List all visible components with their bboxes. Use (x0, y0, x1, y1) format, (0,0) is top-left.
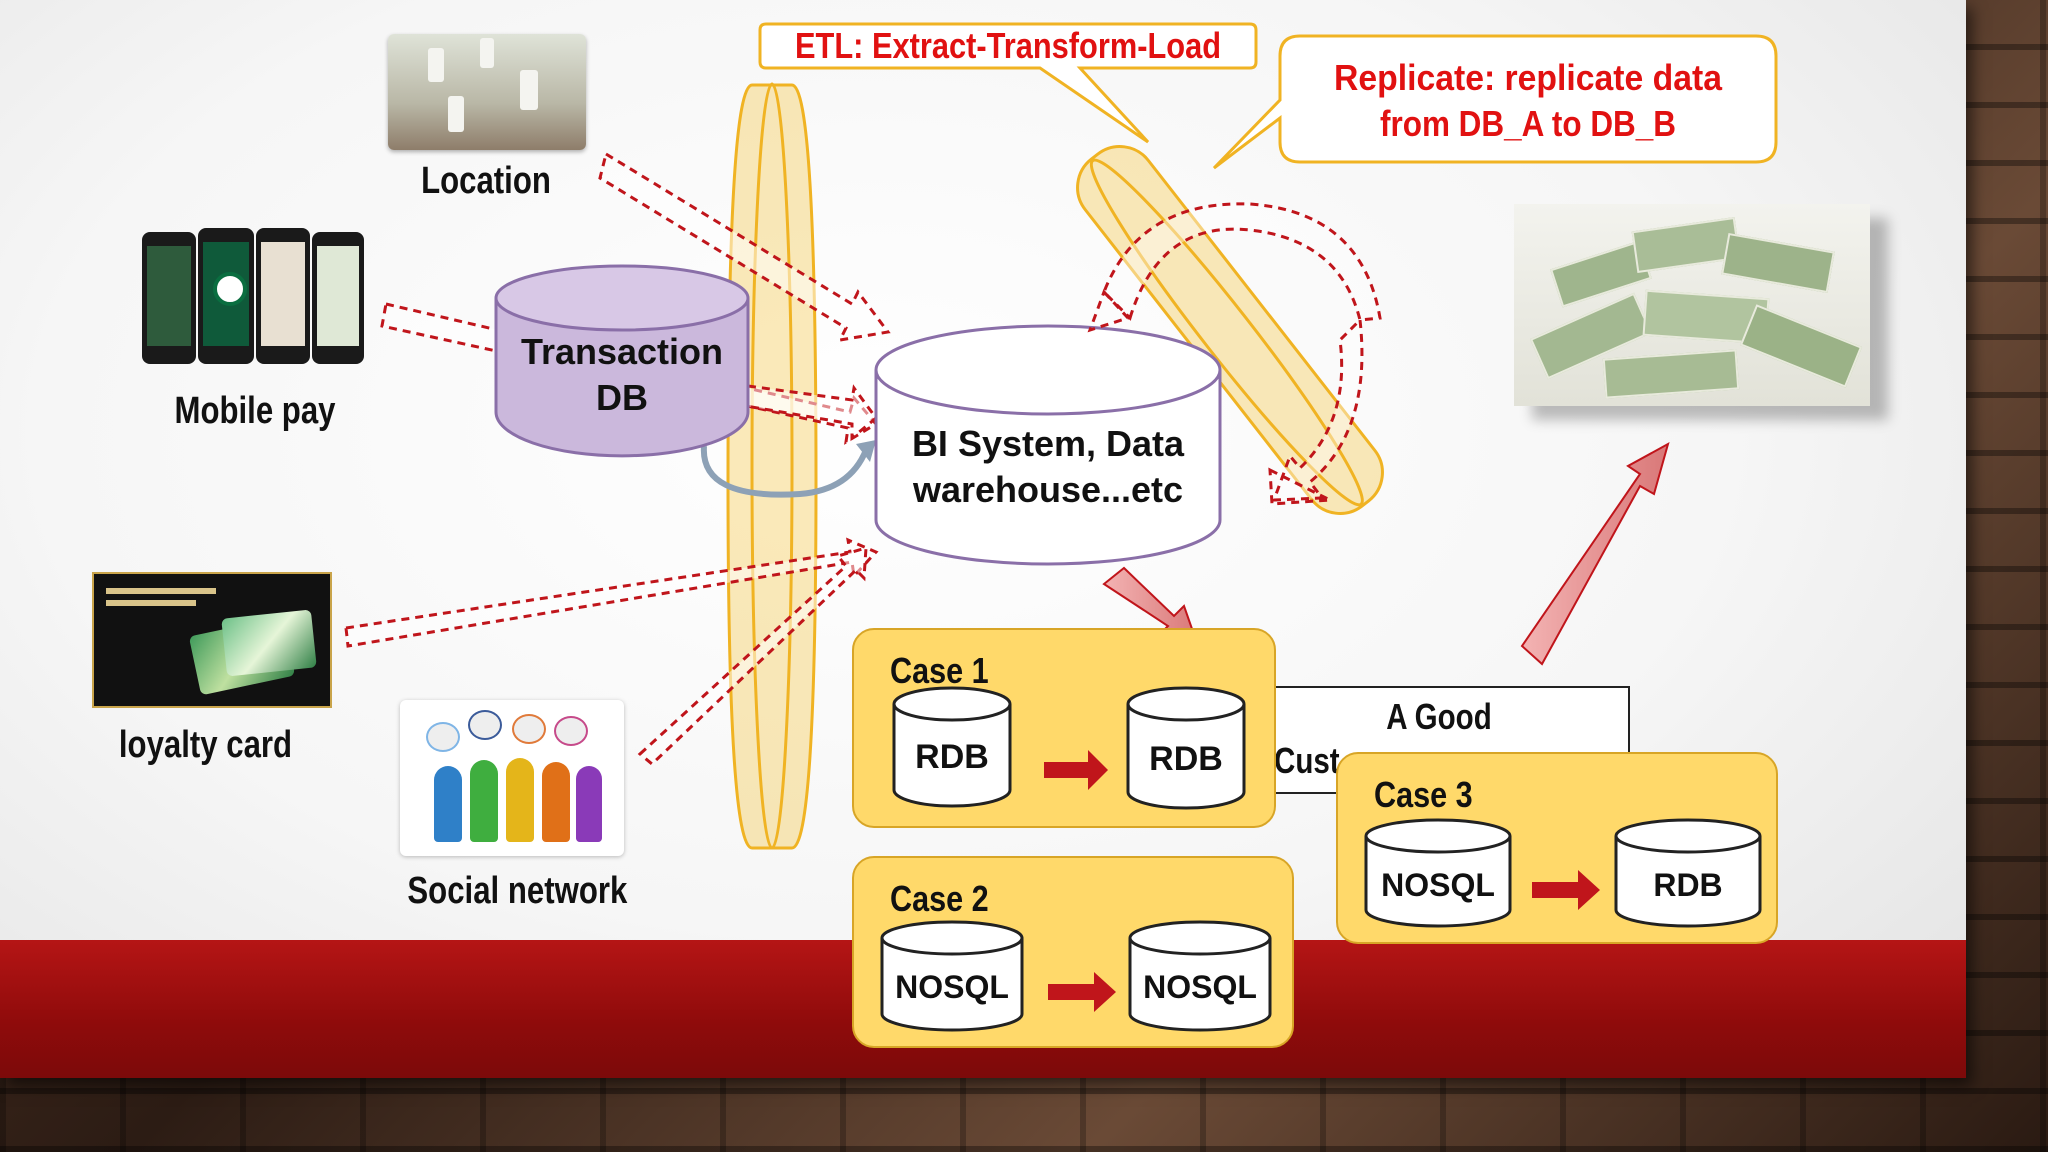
replicate-cycle-arrow (1087, 202, 1382, 506)
case-2-arrow (1048, 972, 1116, 1012)
replicate-callout-line1: Replicate: replicate data (1334, 57, 1723, 98)
bi-system-cylinder: BI System, Data warehouse...etc (874, 324, 1222, 566)
diagram-overlay: Transaction DB BI System, Data warehouse… (344, 22, 1778, 850)
case-3-title: Case 3 (1374, 774, 1473, 815)
case-2-diagram: NOSQL NOSQL (880, 920, 1272, 1032)
social-network-image (400, 700, 624, 856)
case-1-box: Case 1 RDB RDB (852, 628, 1276, 828)
etl-callout: ETL: Extract-Transform-Load (758, 22, 1258, 144)
etl-band (726, 82, 818, 850)
case-1-diagram: RDB RDB (892, 686, 1246, 810)
bi-system-line1: BI System, Data (912, 423, 1185, 464)
location-arrow (598, 151, 891, 342)
slide: Location Mobile pay loyalty card Social … (0, 0, 1966, 1078)
case-2-title: Case 2 (890, 878, 989, 919)
money-image (1514, 204, 1870, 406)
case-1-arrow (1044, 750, 1108, 790)
case-1-title: Case 1 (890, 650, 989, 691)
location-label: Location (421, 160, 551, 202)
to-money-arrow (1520, 441, 1670, 666)
replicate-callout: Replicate: replicate data from DB_A to D… (1212, 34, 1778, 170)
transaction-db-curve-arrow (700, 445, 869, 498)
social-network-label: Social network (407, 870, 628, 912)
mobile-pay-image (142, 228, 364, 368)
loyalty-card-image (92, 572, 332, 708)
transaction-db-cylinder: Transaction DB (494, 264, 750, 458)
case-3-to: RDB (1653, 867, 1722, 903)
social-network-arrow (637, 545, 868, 767)
case-3-from: NOSQL (1381, 867, 1495, 903)
bi-to-cases-arrow (1102, 566, 1200, 648)
loyalty-card-label: loyalty card (118, 724, 293, 766)
transaction-db-arrow (744, 384, 879, 442)
etl-callout-text: ETL: Extract-Transform-Load (795, 25, 1221, 66)
case-1-from: RDB (915, 738, 989, 776)
case-3-box: Case 3 NOSQL RDB (1336, 752, 1778, 944)
case-2-to: NOSQL (1143, 969, 1257, 1005)
good-customer-line1: A Good (1386, 696, 1492, 737)
transaction-db-line1: Transaction (521, 331, 723, 372)
bi-system-line2: warehouse...etc (912, 469, 1183, 510)
replicate-callout-line2: from DB_A to DB_B (1380, 103, 1676, 144)
location-image (388, 34, 586, 150)
transaction-db-line2: DB (596, 377, 648, 418)
case-2-box: Case 2 NOSQL NOSQL (852, 856, 1294, 1048)
good-customer-line2: Cust (1274, 740, 1340, 781)
case-1-to: RDB (1149, 740, 1223, 778)
loyalty-card-arrow (344, 537, 879, 648)
case-3-diagram: NOSQL RDB (1364, 818, 1762, 928)
case-3-arrow (1532, 870, 1600, 910)
mobile-pay-label: Mobile pay (174, 390, 336, 432)
case-2-from: NOSQL (895, 969, 1009, 1005)
